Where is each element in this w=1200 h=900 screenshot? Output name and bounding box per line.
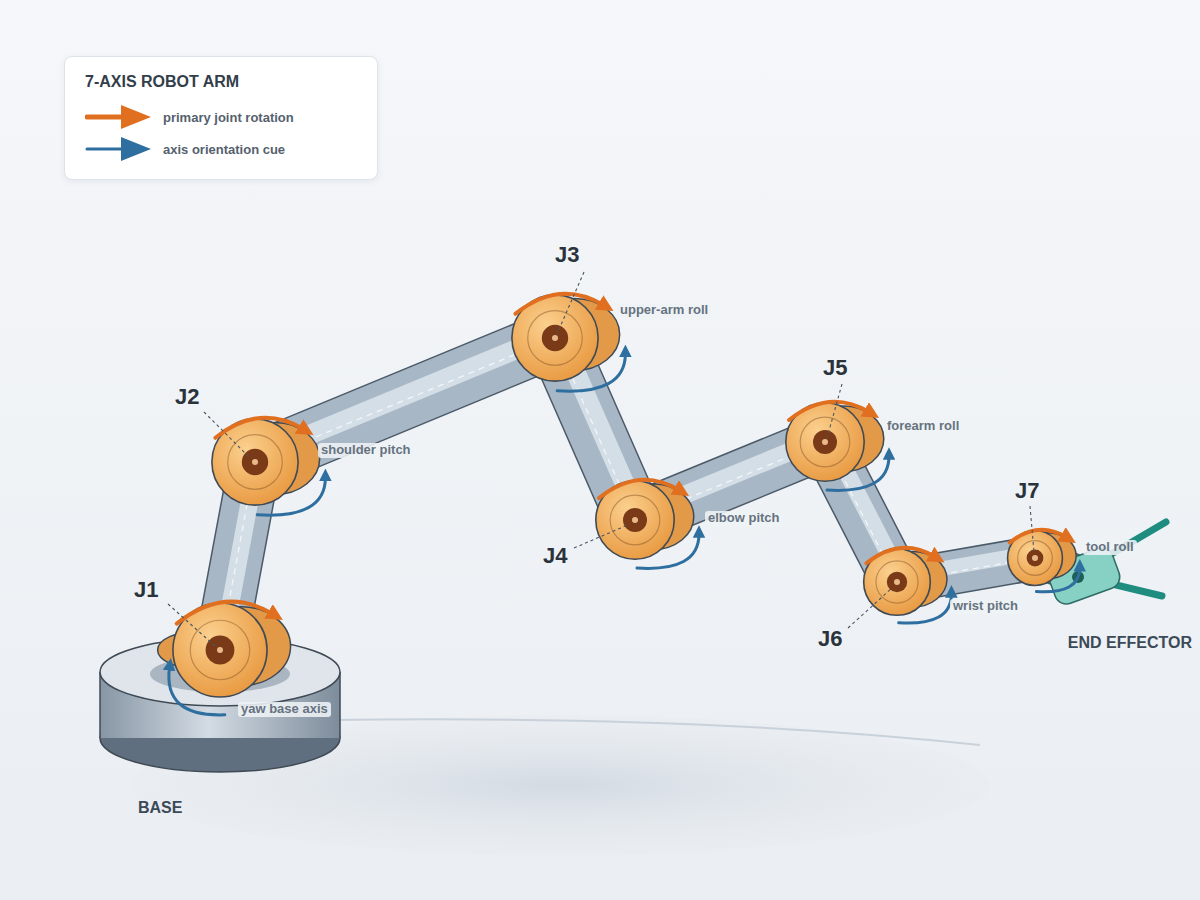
legend-row: axis orientation cue bbox=[85, 133, 357, 165]
joint-number: J6 bbox=[818, 626, 842, 651]
leader-line bbox=[574, 524, 630, 548]
axis-cue-arrow bbox=[557, 353, 625, 391]
axis-label: yaw base axis bbox=[238, 702, 331, 717]
joint-rotation-arrow bbox=[177, 602, 273, 624]
joint-number: J4 bbox=[543, 543, 567, 568]
joint-disc bbox=[786, 402, 889, 491]
joint-number: J1 bbox=[134, 577, 158, 602]
joint-rotation-arrow bbox=[515, 294, 603, 314]
axis-cue-arrow bbox=[1036, 568, 1079, 592]
joint-rotation-arrow bbox=[1010, 530, 1066, 543]
joint-rotation-arrow bbox=[215, 418, 303, 438]
arm-links bbox=[220, 332, 1085, 650]
joint-disc bbox=[158, 602, 291, 715]
axis-cue-arrow bbox=[899, 594, 952, 623]
floor-line bbox=[330, 719, 980, 745]
joint-disc bbox=[1008, 530, 1080, 592]
axis-label: upper-arm roll bbox=[617, 303, 711, 318]
leader-line bbox=[848, 588, 892, 628]
joint-rotation-arrow bbox=[599, 480, 679, 498]
legend-row: primary joint rotation bbox=[85, 101, 357, 133]
joint-number: J3 bbox=[555, 242, 579, 267]
joint-rotation-arrow bbox=[866, 548, 934, 564]
legend-text: axis orientation cue bbox=[163, 142, 285, 157]
leader-line bbox=[1030, 506, 1034, 552]
leader-line bbox=[168, 604, 215, 646]
legend-text: primary joint rotation bbox=[163, 110, 294, 125]
joints bbox=[158, 294, 1080, 715]
axis-label: elbow pitch bbox=[705, 511, 783, 526]
leader-line bbox=[557, 272, 584, 334]
axis-cue-arrow bbox=[169, 667, 225, 715]
joint-number: J2 bbox=[175, 384, 199, 409]
joint-disc bbox=[212, 418, 326, 516]
joint-rotation-arrow bbox=[789, 402, 869, 420]
legend-arrow-sample bbox=[85, 134, 153, 164]
axis-cue-arrow bbox=[827, 456, 889, 490]
legend-box: 7-AXIS ROBOT ARM primary joint rotation ax… bbox=[64, 56, 378, 180]
joint-disc bbox=[596, 480, 699, 569]
axis-label: wrist pitch bbox=[950, 599, 1021, 614]
joint-disc bbox=[864, 548, 952, 623]
joint-number: J5 bbox=[823, 355, 847, 380]
joint-number: J7 bbox=[1015, 478, 1039, 503]
axis-label: forearm roll bbox=[884, 419, 962, 434]
leader-lines bbox=[168, 272, 1034, 646]
leader-line bbox=[204, 412, 250, 458]
axis-label: tool roll bbox=[1083, 540, 1137, 555]
leader-line bbox=[827, 384, 842, 438]
axis-cue-arrow bbox=[257, 477, 325, 515]
legend-arrow-sample bbox=[85, 102, 153, 132]
joint-disc bbox=[512, 294, 626, 392]
part-label: END EFFECTOR bbox=[1068, 634, 1192, 652]
legend-title: 7-AXIS ROBOT ARM bbox=[85, 73, 357, 91]
axis-label: shoulder pitch bbox=[318, 443, 414, 458]
part-label: BASE bbox=[138, 799, 182, 817]
axis-cue-arrow bbox=[637, 534, 699, 568]
